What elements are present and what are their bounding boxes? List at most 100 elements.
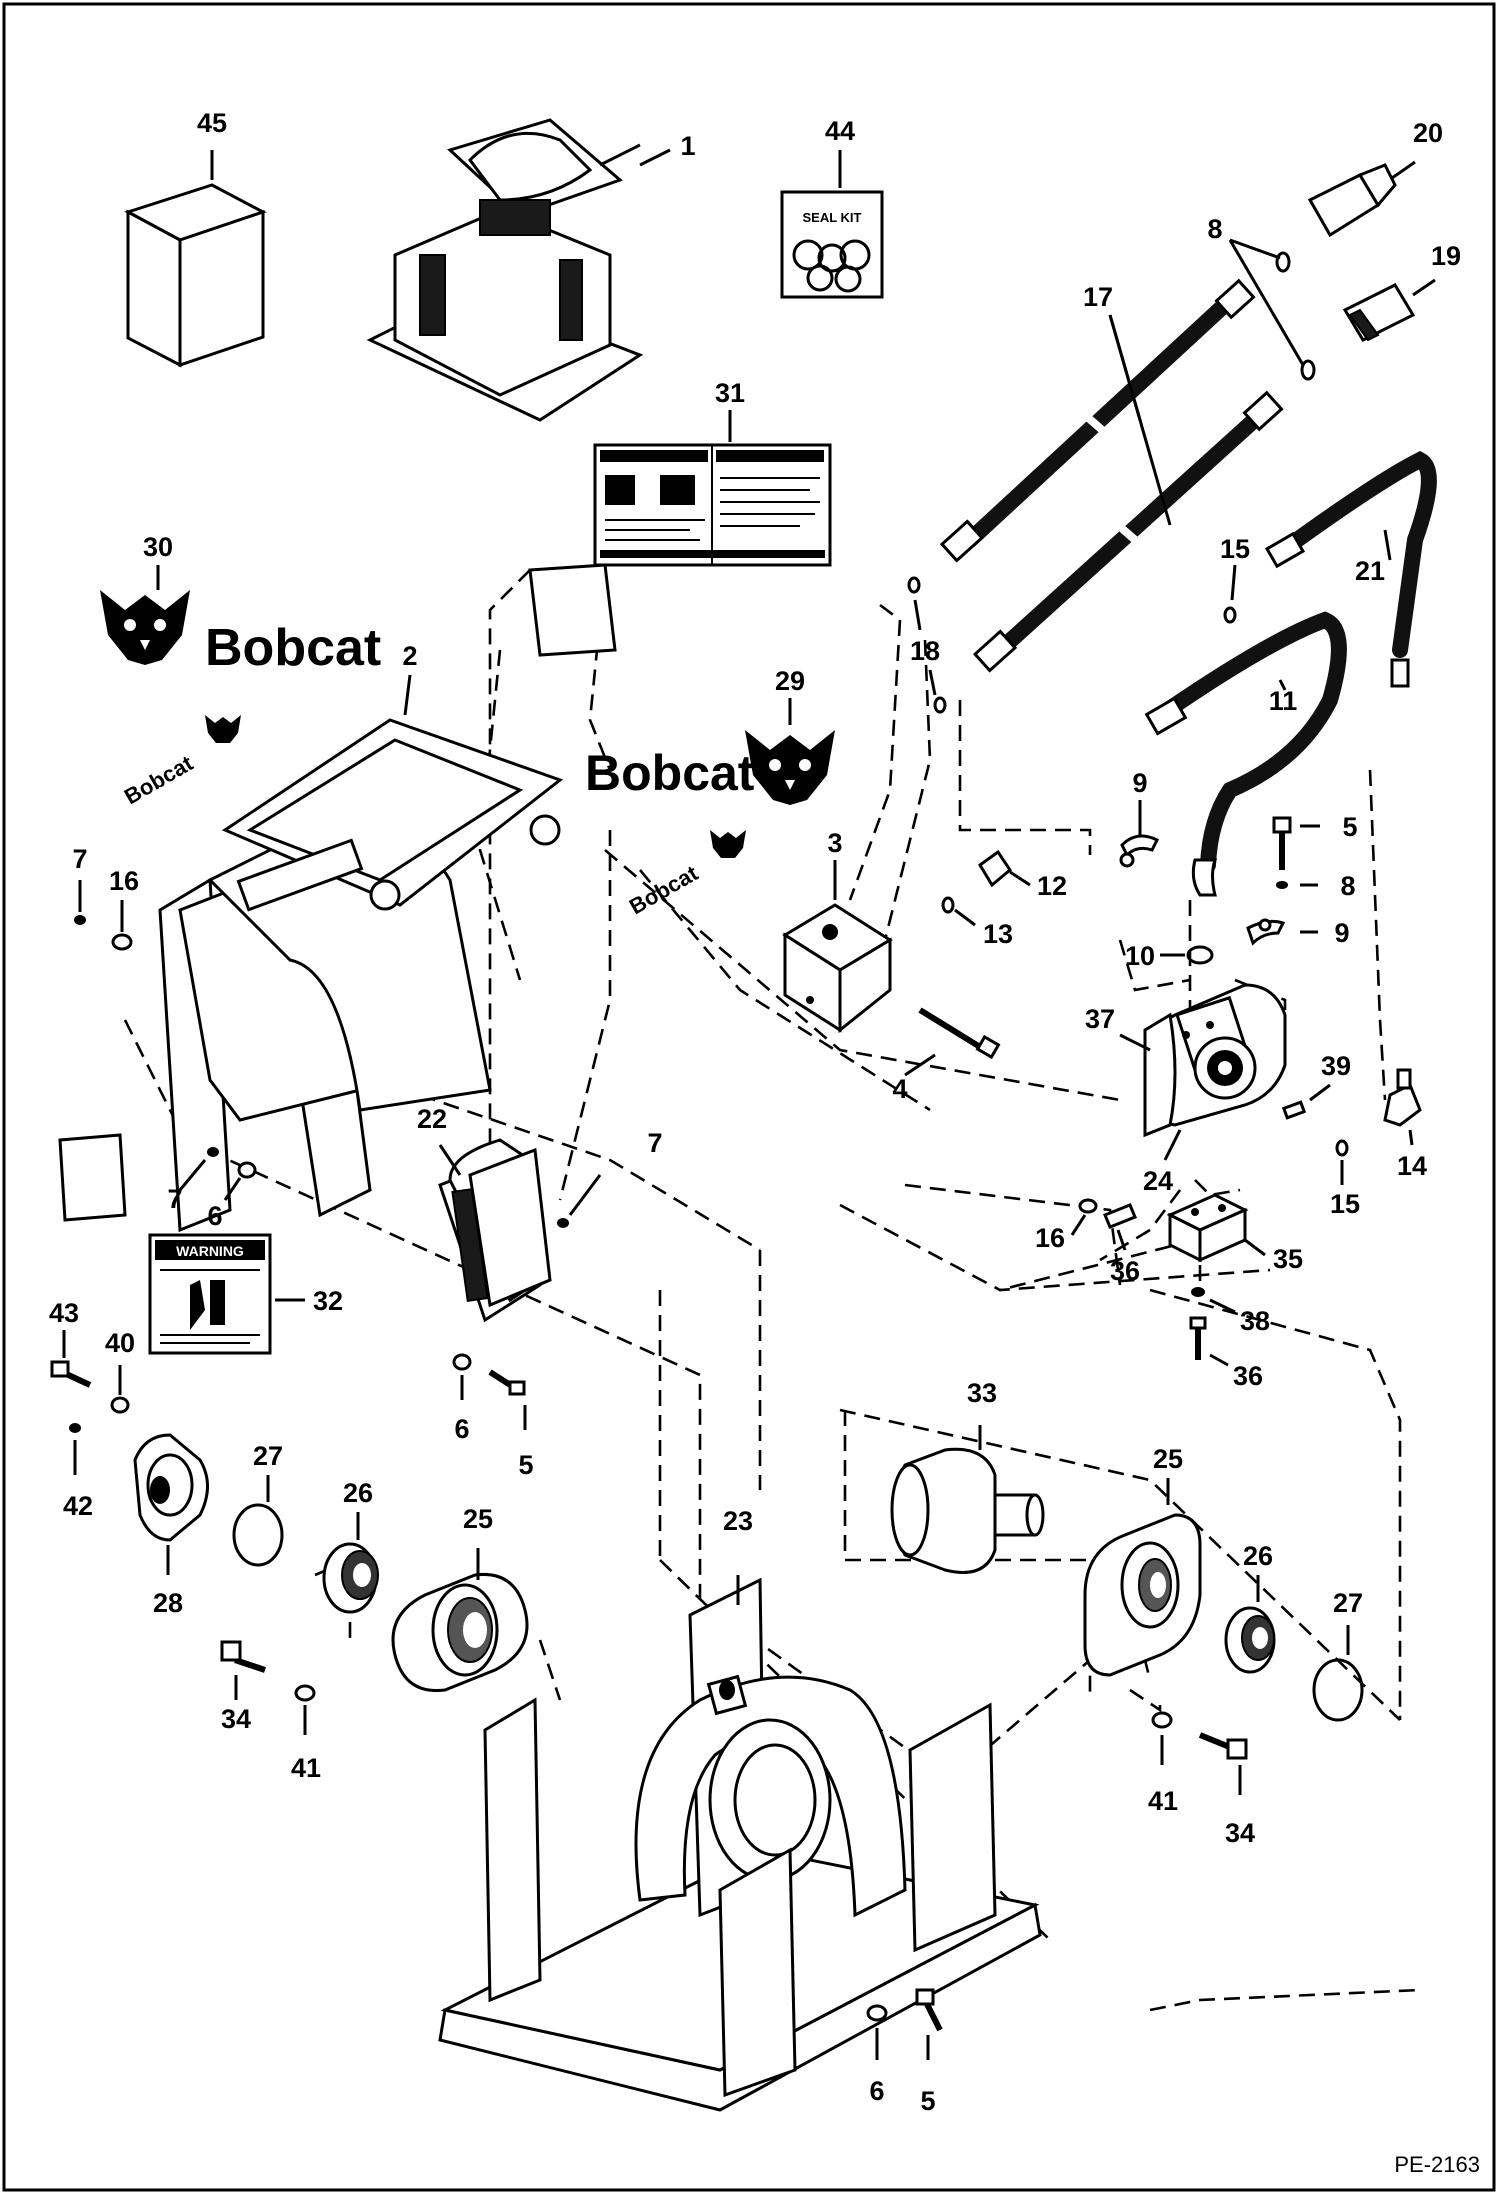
callout-22: 22 [417,1104,447,1134]
compactor-assembly-part-1 [366,118,671,422]
o-ring-part-15-top [1223,564,1237,624]
washer-part-38 [1191,1287,1236,1314]
bolt-part-5-mid [488,1369,527,1430]
washer-part-8-lower [1276,881,1318,889]
callout-33: 33 [967,1378,997,1408]
callout-6-left: 6 [207,1201,222,1231]
nut-part-7-left [74,880,86,925]
callout-43: 43 [49,1298,79,1328]
callout-15-top: 15 [1220,534,1250,564]
small-wordmark-right: Bobcat [625,860,703,919]
callout-36-lower: 36 [1233,1361,1263,1391]
callout-14: 14 [1397,1151,1427,1181]
hose-part-17 [939,278,1284,673]
callout-6-mid: 6 [454,1414,469,1444]
callout-9-lower: 9 [1334,918,1349,948]
base-plate-part-23 [438,1575,1042,2112]
blank-decal-left [58,1133,127,1222]
callout-28: 28 [153,1588,183,1618]
callout-5-upper: 5 [1342,812,1357,842]
warning-label: WARNING [176,1243,244,1259]
clip-part-9-lower [1246,918,1318,946]
callout-5-mid: 5 [518,1450,533,1480]
valve-block-part-3 [782,860,893,1034]
callout-3: 3 [827,828,842,858]
callout-9-top: 9 [1132,768,1147,798]
callout-4: 4 [892,1074,907,1104]
callout-13: 13 [983,919,1013,949]
bolt-part-5-bottom [915,1988,943,2060]
rubber-mount-part-22 [438,1138,552,1323]
callout-2: 2 [402,641,417,671]
callout-15-lower: 15 [1330,1189,1360,1219]
callout-27-right: 27 [1333,1588,1363,1618]
fitting-part-12 [978,849,1031,888]
o-ring-part-15-lower [1335,1139,1349,1185]
bearing-part-26-left [322,1512,379,1614]
callout-7-mid: 7 [167,1184,182,1214]
callout-26-left: 26 [343,1478,373,1508]
callout-45: 45 [197,108,227,138]
callout-17: 17 [1083,282,1113,312]
callout-8-lower: 8 [1340,871,1355,901]
callout-38: 38 [1240,1306,1270,1336]
callout-35: 35 [1273,1244,1303,1274]
coupler-part-20 [1307,160,1416,238]
callout-30: 30 [143,532,173,562]
callout-19: 19 [1431,241,1461,271]
bobcat-wordmark-29: Bobcat [585,745,755,801]
callout-32: 32 [313,1286,343,1316]
o-ring-part-8-top [1228,238,1316,381]
callout-24: 24 [1143,1166,1173,1196]
callout-6-bottom: 6 [869,2076,884,2106]
elbow-fitting-part-14 [1383,1068,1422,1146]
callout-42: 42 [63,1491,93,1521]
callout-16-right: 16 [1035,1223,1065,1253]
callout-39: 39 [1321,1051,1351,1081]
small-wordmark-left: Bobcat [120,750,198,809]
callout-5-bottom: 5 [920,2086,935,2116]
warning-decal-part-32: WARNING [148,1233,305,1355]
callout-18: 18 [910,636,940,666]
bolt-part-5-upper [1272,816,1320,870]
callout-41-left: 41 [291,1753,321,1783]
assembly-dashed-lines [123,569,1421,2012]
callout-25-right: 25 [1153,1444,1183,1474]
clip-part-9-top [1119,800,1160,868]
callout-20: 20 [1413,118,1443,148]
callout-26-right: 26 [1243,1541,1273,1571]
bolt-part-34-left [220,1640,266,1700]
callout-1: 1 [680,131,695,161]
callout-31: 31 [715,378,745,408]
mount-frame-part-2 [158,674,564,1233]
hydraulic-motor-part-24 [1119,983,1287,1161]
callout-25-left: 25 [463,1504,493,1534]
nut-part-7-right [557,1174,602,1228]
washer-part-41-right [1151,1711,1173,1765]
bolt-part-39 [1281,1083,1331,1120]
drawing-number: PE-2163 [1394,2152,1480,2177]
bolt-part-34-right [1198,1732,1248,1795]
callout-7-left: 7 [72,844,87,874]
washer-part-40 [110,1365,130,1414]
bolt-part-36-lower [1189,1316,1229,1367]
bolt-part-4 [904,1007,1001,1077]
callout-21: 21 [1355,556,1385,586]
seal-kit-label: SEAL KIT [803,210,862,225]
bearing-part-26-right [1224,1575,1276,1674]
eccentric-shaft-part-33 [890,1425,1045,1574]
o-ring-part-18 [907,576,947,714]
callout-41-right: 41 [1148,1786,1178,1816]
seal-kit-part-44: SEAL KIT [780,150,884,299]
callout-12: 12 [1037,871,1067,901]
hose-part-11 [1144,611,1347,897]
bearing-housing-part-25-right [1083,1478,1202,1677]
callout-37: 37 [1085,1004,1115,1034]
callout-23: 23 [723,1506,753,1536]
callout-36-upper: 36 [1110,1256,1140,1286]
callout-10: 10 [1125,941,1155,971]
o-ring-part-13 [941,896,976,927]
